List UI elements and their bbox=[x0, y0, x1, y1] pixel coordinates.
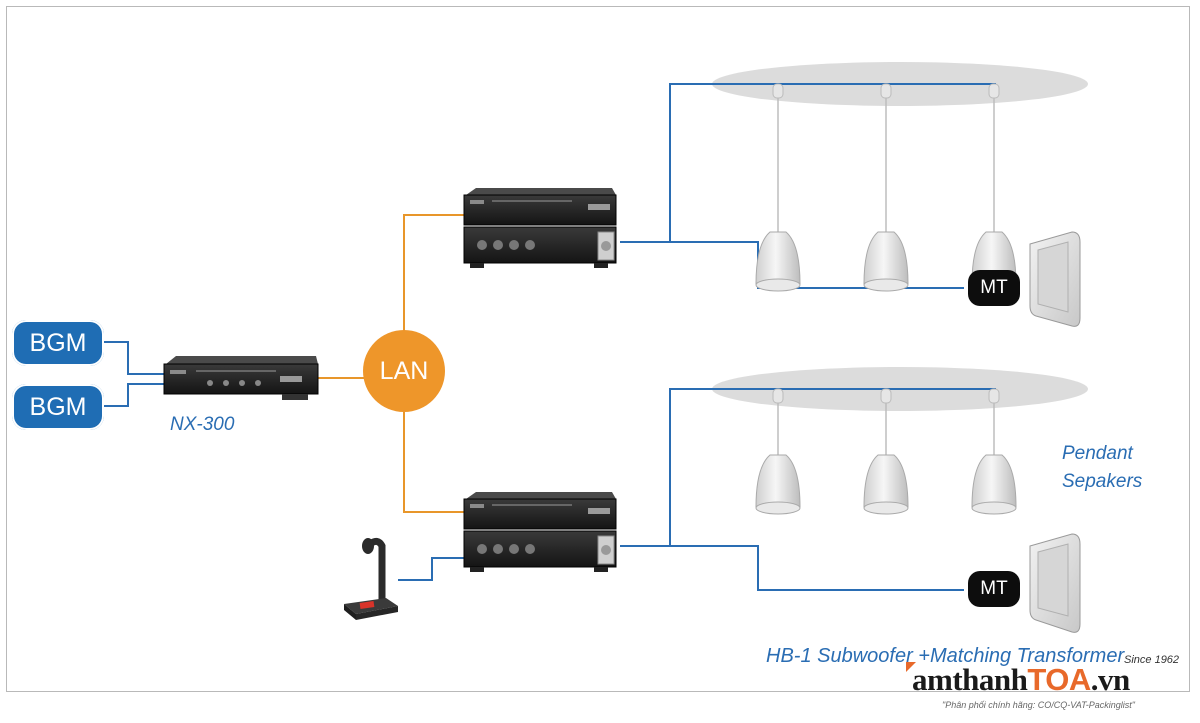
upper-zone-lines bbox=[620, 83, 996, 289]
pendant-speaker-icon bbox=[971, 388, 1017, 515]
amplifier-stack-lower bbox=[463, 492, 617, 572]
bgm-source-2: BGM bbox=[12, 384, 104, 430]
nx-300-device-icon bbox=[163, 356, 319, 400]
subwoofer-panel-lower bbox=[1029, 533, 1081, 633]
pendant-speaker-icon bbox=[755, 388, 801, 515]
bgm-label: BGM bbox=[29, 328, 87, 357]
logo-since: Since 1962 bbox=[1124, 654, 1180, 666]
logo-wordmark: amthanhTOA.vn bbox=[912, 662, 1130, 698]
logo-brand: TOA bbox=[1027, 662, 1091, 697]
bgm-source-1: BGM bbox=[12, 320, 104, 366]
pendant-speaker-icon bbox=[755, 83, 801, 292]
logo-corner-mark bbox=[906, 662, 916, 672]
subwoofer-label: HB-1 Subwoofer +Matching Transformer bbox=[766, 645, 1125, 667]
microphone-icon bbox=[344, 537, 398, 620]
pendant-speaker-icon bbox=[863, 83, 909, 292]
lower-zone-lines bbox=[620, 388, 996, 591]
logo-suffix: .vn bbox=[1090, 662, 1131, 697]
pendant-label-line2: Sepakers bbox=[1062, 471, 1143, 492]
matching-transformer-lower: MT bbox=[968, 571, 1020, 607]
mic-line bbox=[398, 557, 466, 581]
lan-label: LAN bbox=[379, 356, 429, 385]
pendant-speakers-upper bbox=[755, 83, 1017, 292]
pendant-speaker-icon bbox=[971, 83, 1017, 292]
pendant-speakers-lower bbox=[755, 388, 1017, 515]
brand-logo: amthanhTOA.vn Since 1962 "Phân phối chín… bbox=[906, 654, 1188, 718]
subwoofer-panel-upper bbox=[1029, 231, 1081, 327]
amplifier-stack-upper bbox=[463, 188, 617, 268]
lan-hub: LAN bbox=[363, 330, 445, 412]
bgm-label: BGM bbox=[29, 392, 87, 421]
pendant-speaker-icon bbox=[863, 388, 909, 515]
bgm-connection-lines bbox=[104, 341, 166, 407]
logo-tagline: "Phân phối chính hãng: CO/CQ-VAT-Packing… bbox=[942, 700, 1135, 710]
mt-label: MT bbox=[980, 277, 1008, 298]
logo-prefix: amthanh bbox=[912, 662, 1028, 697]
pendant-label-line1: Pendant bbox=[1062, 443, 1133, 464]
lan-amp-lines bbox=[403, 214, 466, 513]
nx-300-label: NX-300 bbox=[170, 414, 235, 435]
mt-label: MT bbox=[980, 578, 1008, 599]
diagram-frame bbox=[6, 6, 1190, 692]
matching-transformer-upper: MT bbox=[968, 270, 1020, 306]
pendant-speakers-label: Pendant Sepakers bbox=[1062, 440, 1142, 496]
